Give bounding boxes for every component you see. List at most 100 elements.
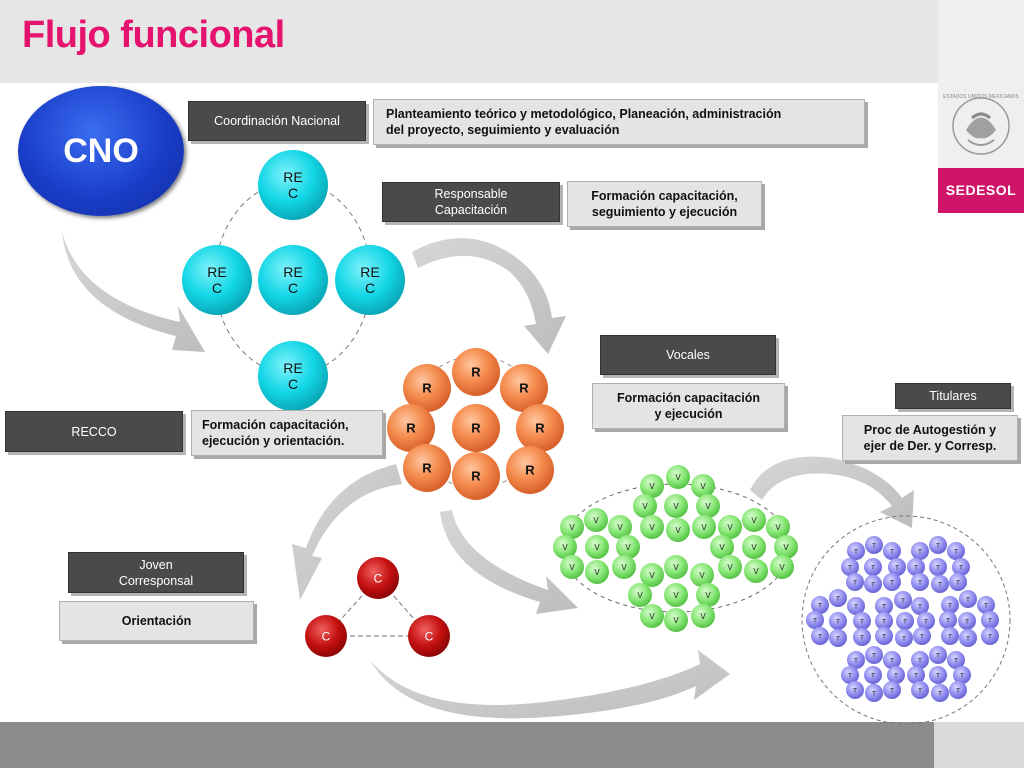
t-node-label: T [860,618,864,625]
planteamiento-box: Planteamiento teórico y metodológico, Pl… [373,99,865,145]
t-node-label: T [836,618,840,625]
v-node-label: V [649,612,655,621]
arrow-rec-to-vocales [412,238,566,354]
v-node-shape [744,559,768,583]
t-node: T [811,627,829,645]
rec-node-label: C [212,280,222,296]
t-node-label: T [902,635,906,642]
t-node: T [913,627,931,645]
orientacion-label: Orientación [121,614,192,628]
c-node-shape [357,557,399,599]
t-node-shape [847,542,865,560]
v-node: V [742,508,766,532]
t-node-label: T [938,690,942,697]
v-node-shape [640,563,664,587]
t-node: T [883,573,901,591]
t-node-label: T [836,635,840,642]
r-node-label: R [422,461,432,476]
v-node-shape [664,583,688,607]
t-node-label: T [890,687,894,694]
v-node: V [664,608,688,632]
t-node: T [939,611,957,629]
t-node-shape [865,536,883,554]
t-node-shape [806,611,824,629]
rec-node-shape [258,341,328,411]
t-node: T [953,666,971,684]
t-node: T [929,666,947,684]
cno-label: CNO [63,131,139,170]
rec-node: REC [335,245,405,315]
t-node: T [977,596,995,614]
c-node: C [408,615,450,657]
t-node: T [981,627,999,645]
v-node-shape [640,515,664,539]
t-node: T [911,573,929,591]
v-node-label: V [621,563,627,572]
t-node-label: T [813,617,817,624]
v-node: V [666,518,690,542]
v-node: V [585,535,609,559]
v-node-shape [560,555,584,579]
c-node-label: C [322,629,331,643]
rec-node-label: RE [283,360,302,376]
t-node-label: T [948,602,952,609]
r-node: R [403,364,451,412]
t-node: T [865,646,883,664]
titulares-box: Titulares [895,383,1011,409]
t-node: T [883,651,901,669]
t-node: T [896,612,914,630]
t-node-label: T [860,634,864,641]
t-node-shape [887,666,905,684]
proc-line-2: ejer de Der. y Corresp. [863,439,997,453]
t-node-shape [941,596,959,614]
t-node-label: T [946,617,950,624]
t-node-label: T [956,579,960,586]
r-node-label: R [422,381,432,396]
t-node-label: T [894,672,898,679]
v-node: V [664,494,688,518]
rec-node-shape [335,245,405,315]
t-node: T [829,612,847,630]
t-node-shape [947,542,965,560]
t-node-shape [875,612,893,630]
r-node-shape [387,404,435,452]
v-node: V [744,559,768,583]
v-node-label: V [727,523,733,532]
v-node: V [553,535,577,559]
t-node: T [846,681,864,699]
rec-node-label: RE [360,264,379,280]
v-node-shape [666,465,690,489]
t-node-label: T [918,657,922,664]
t-node-label: T [918,548,922,555]
t-node: T [864,666,882,684]
t-node-label: T [954,548,958,555]
v-node-label: V [779,563,785,572]
t-node-shape [981,627,999,645]
v-node-label: V [594,543,600,552]
r-node-label: R [471,421,481,436]
v-node-shape [691,604,715,628]
v-node: V [616,535,640,559]
t-node-shape [883,651,901,669]
rec-node-label: RE [283,169,302,185]
v-node-label: V [642,502,648,511]
t-node-shape [907,666,925,684]
t-node-shape [959,629,977,647]
t-node-label: T [936,542,940,549]
t-node-shape [864,575,882,593]
t-node-label: T [882,618,886,625]
t-node-shape [949,573,967,591]
v-node-shape [742,535,766,559]
t-node: T [883,681,901,699]
t-node-label: T [895,564,899,571]
t-node-shape [811,596,829,614]
v-node: V [766,515,790,539]
v-node: V [718,555,742,579]
r-node: R [500,364,548,412]
v-node: V [640,563,664,587]
t-node-label: T [818,602,822,609]
t-node: T [853,628,871,646]
v-node-label: V [594,568,600,577]
v-node: V [691,604,715,628]
v-node: V [612,555,636,579]
